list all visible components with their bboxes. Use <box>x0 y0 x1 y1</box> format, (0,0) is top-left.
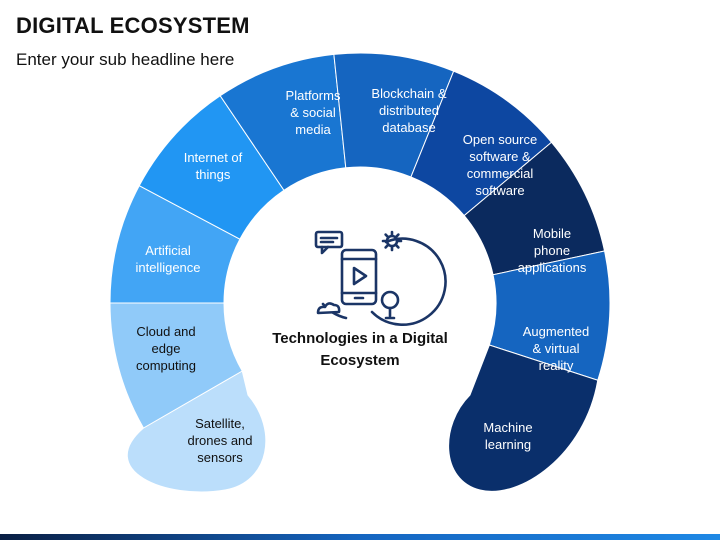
page-subtitle: Enter your sub headline here <box>16 50 235 69</box>
segment-satellite <box>127 370 267 493</box>
segment-ml <box>448 344 599 492</box>
bottom-accent-bar <box>0 534 720 540</box>
center-title: Technologies in a Digital Ecosystem <box>272 330 448 369</box>
page-title: DIGITAL ECOSYSTEM <box>16 13 250 38</box>
smartphone-play-icon <box>314 230 447 326</box>
